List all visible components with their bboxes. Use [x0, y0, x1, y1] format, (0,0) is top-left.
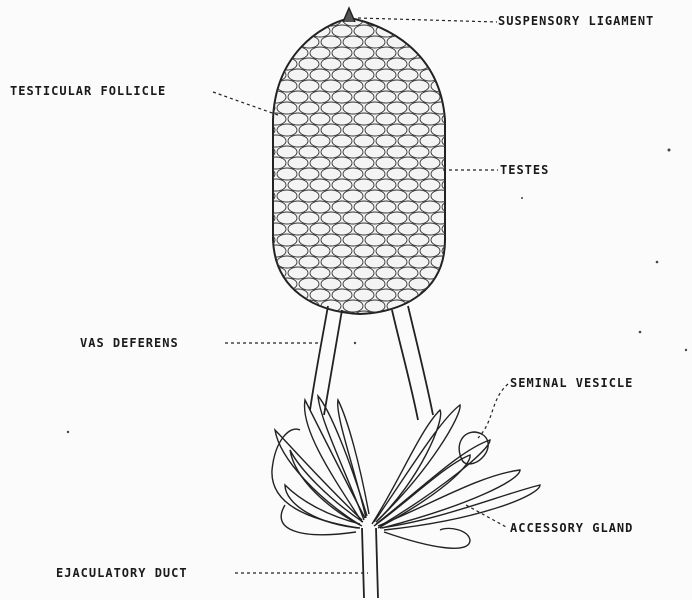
follicle-cell	[299, 14, 319, 26]
follicle-cell	[398, 25, 418, 37]
follicle-cell	[387, 14, 407, 26]
follicle-cell	[420, 289, 440, 301]
vas-deferens-tubes	[310, 306, 433, 420]
testis-outline	[273, 18, 445, 314]
label-ejaculatory-duct: EJACULATORY DUCT	[56, 566, 188, 580]
follicle-cell	[442, 267, 462, 279]
follicle-cell	[288, 311, 308, 323]
follicle-cell	[431, 36, 451, 48]
follicle-cell	[442, 311, 462, 323]
label-vas-deferens: VAS DEFERENS	[80, 336, 179, 350]
follicle-cell	[365, 14, 385, 26]
label-seminal-vesicle: SEMINAL VESICLE	[510, 376, 633, 390]
follicle-cell	[277, 14, 297, 26]
follicle-cell	[442, 91, 462, 103]
label-testicular-follicle: TESTICULAR FOLLICLE	[10, 84, 166, 98]
follicle-cell	[420, 25, 440, 37]
follicle-cell	[431, 300, 451, 312]
follicle-cell	[255, 102, 275, 114]
follicle-cell	[266, 25, 286, 37]
follicle-cell	[266, 289, 286, 301]
follicle-cell	[398, 311, 418, 323]
follicle-cell	[255, 256, 275, 268]
follicle-cell	[409, 36, 429, 48]
label-accessory-gland: ACCESSORY GLAND	[510, 521, 633, 535]
follicle-cell	[442, 69, 462, 81]
follicle-cell	[255, 36, 275, 48]
follicle-cell	[266, 311, 286, 323]
label-testes: TESTES	[500, 163, 549, 177]
follicle-cell	[288, 25, 308, 37]
follicle-cell	[442, 25, 462, 37]
follicle-cell	[409, 300, 429, 312]
ejaculatory-duct	[362, 528, 378, 598]
follicle-cell	[277, 300, 297, 312]
follicle-cell	[442, 289, 462, 301]
follicle-cell	[255, 14, 275, 26]
follicle-cell	[277, 36, 297, 48]
follicle-cell	[431, 58, 451, 70]
follicle-cell	[420, 311, 440, 323]
follicle-cell	[255, 278, 275, 290]
label-suspensory-ligament: SUSPENSORY LIGAMENT	[498, 14, 654, 28]
accessory-gland-left	[272, 396, 369, 535]
follicle-cell	[255, 300, 275, 312]
follicle-cell	[442, 47, 462, 59]
follicle-cell	[420, 47, 440, 59]
follicle-cell	[266, 47, 286, 59]
suspensory-ligament	[343, 8, 355, 22]
follicle-cell	[255, 58, 275, 70]
follicle-cell	[255, 80, 275, 92]
